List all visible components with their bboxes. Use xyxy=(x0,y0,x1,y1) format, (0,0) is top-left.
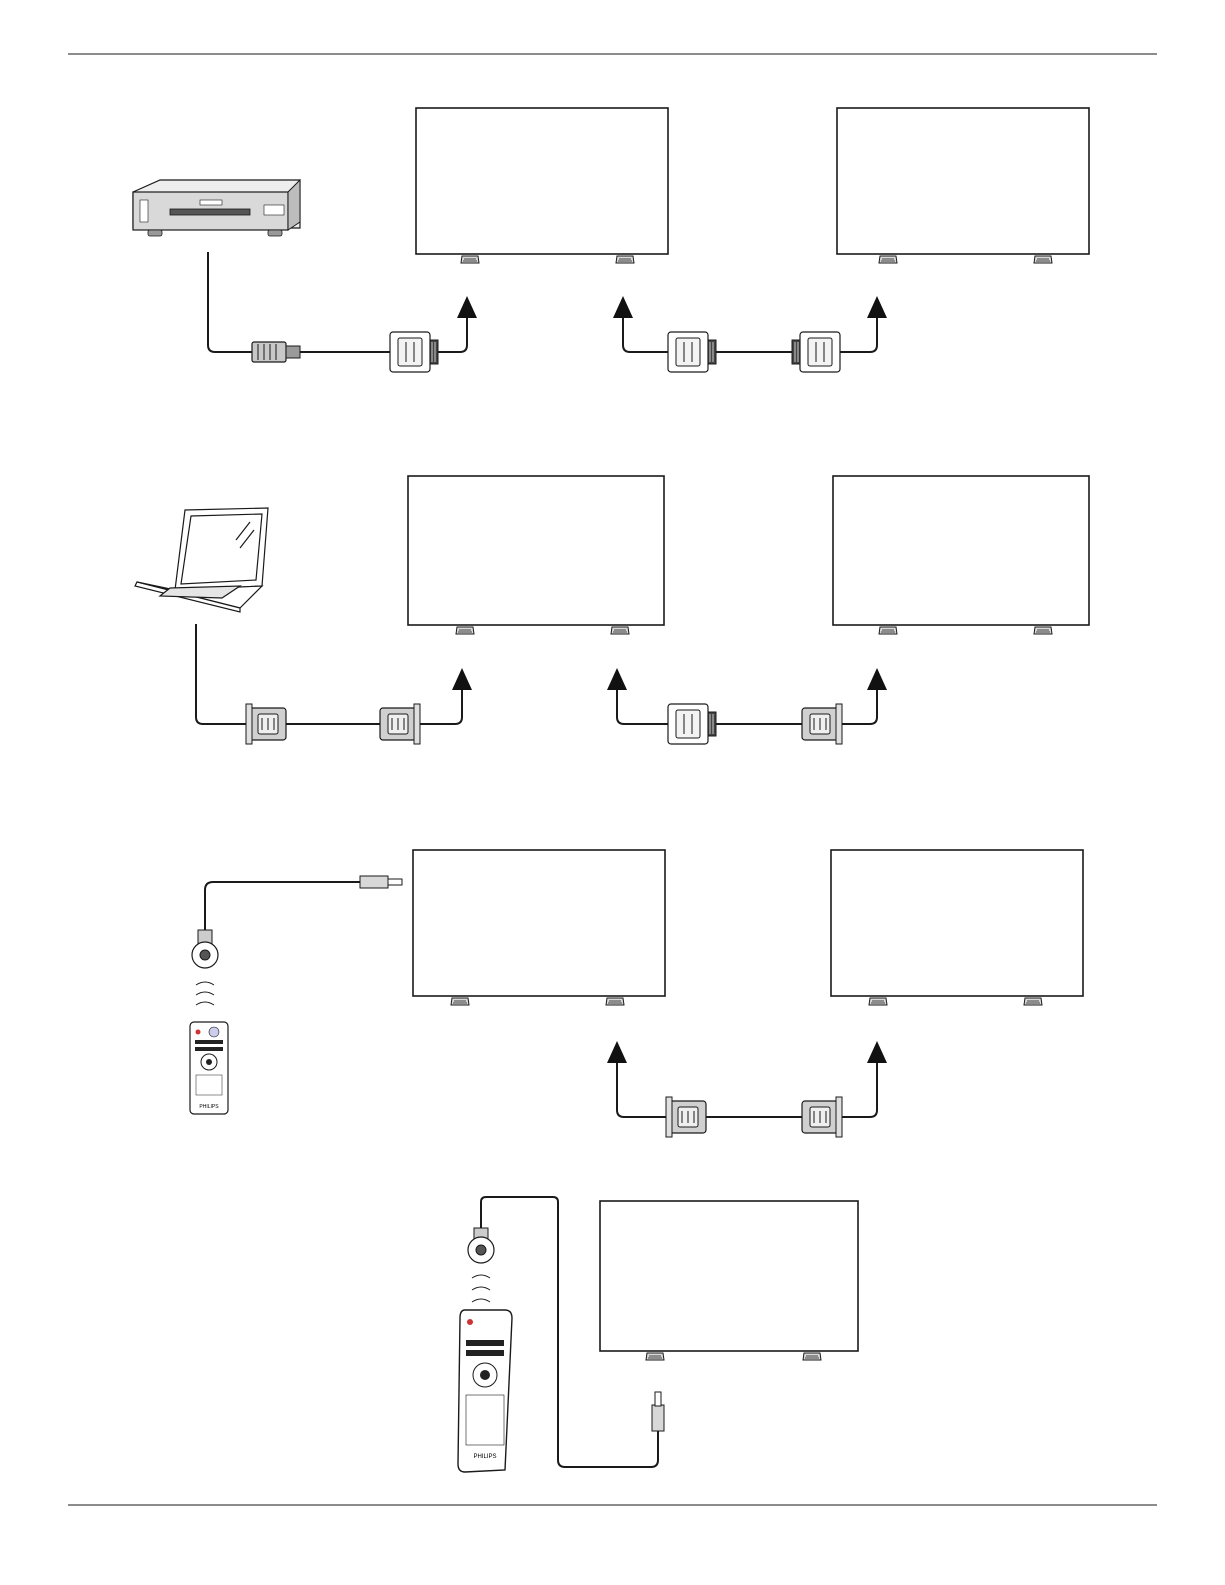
display-1 xyxy=(408,476,664,625)
audio-jack-plug-vertical xyxy=(652,1392,664,1431)
section-single-display: PHILIPS xyxy=(458,1197,858,1472)
display-1 xyxy=(600,1201,858,1351)
ir-wave-icon xyxy=(472,1275,490,1302)
remote-brand: PHILIPS xyxy=(199,1104,219,1110)
ir-sensor-icon xyxy=(468,1228,494,1263)
ir-sensor-icon xyxy=(192,930,218,968)
section-av-source xyxy=(133,108,1089,372)
remote-brand: PHILIPS xyxy=(473,1454,496,1460)
display-2 xyxy=(831,850,1083,996)
display-2 xyxy=(837,108,1089,254)
dvd-player-icon xyxy=(133,180,300,236)
laptop-icon xyxy=(135,508,268,612)
remote-control-icon: PHILIPS xyxy=(190,1022,228,1114)
section-ir-receiver: PHILIPS xyxy=(190,850,1083,1137)
ir-wave-icon xyxy=(196,982,214,1005)
display-1 xyxy=(413,850,665,996)
section-pc-source xyxy=(135,476,1089,744)
audio-jack-plug xyxy=(360,876,402,888)
dvi-connector xyxy=(252,342,300,362)
display-1 xyxy=(416,108,668,254)
remote-control-icon: PHILIPS xyxy=(458,1310,512,1472)
display-2 xyxy=(833,476,1089,625)
